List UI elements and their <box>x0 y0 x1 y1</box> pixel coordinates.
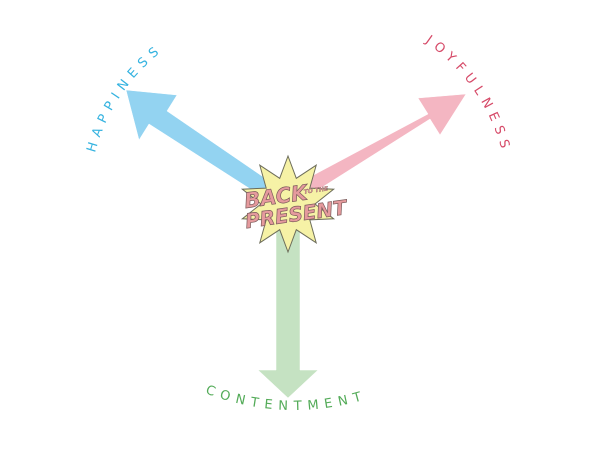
joyfulness-label: JOYFULNESS <box>422 32 508 155</box>
logo-small: TO THE <box>303 185 329 195</box>
happiness-arrow <box>125 89 279 202</box>
svg-text:JOYFULNESS: JOYFULNESS <box>422 32 514 155</box>
starburst <box>240 154 336 254</box>
joyfulness-arrow <box>292 93 467 201</box>
